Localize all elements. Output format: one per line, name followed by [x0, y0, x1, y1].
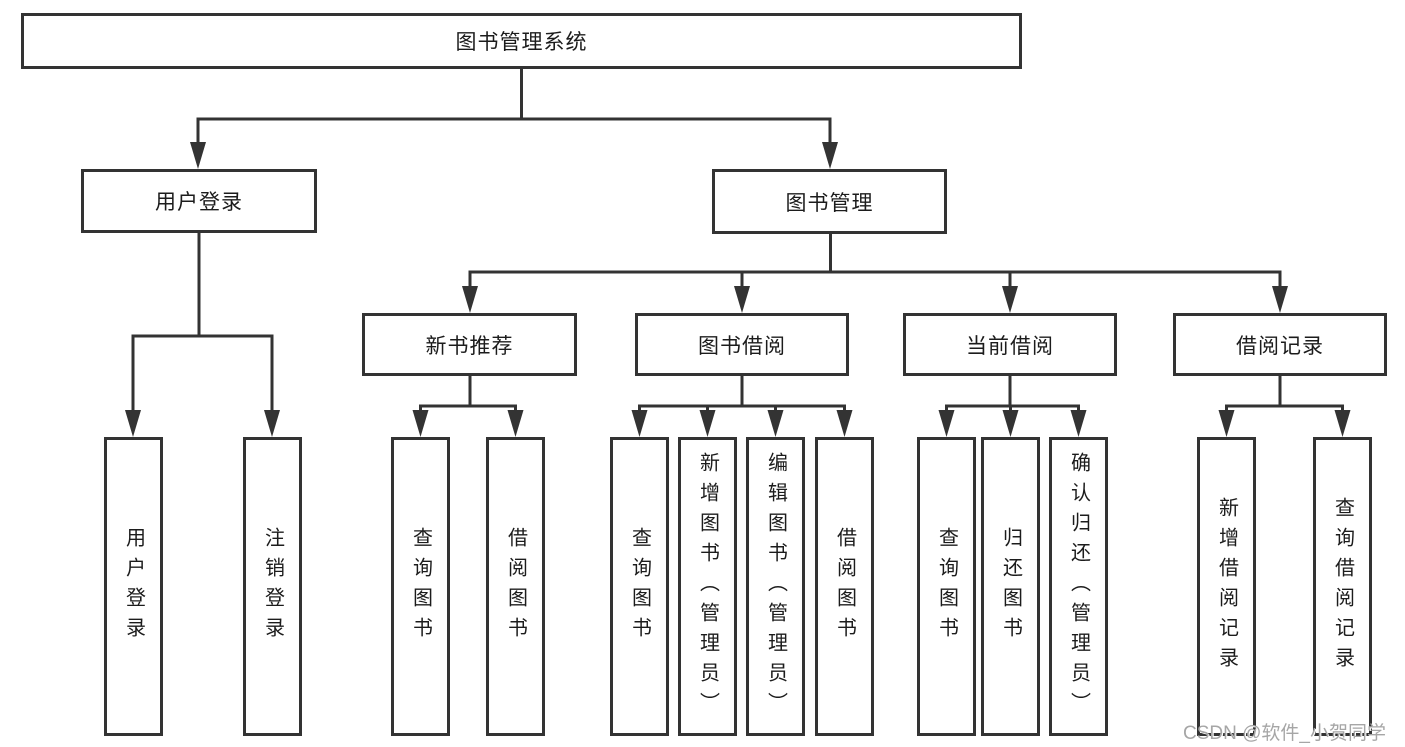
leaf-newbooks-borrow-books: 借阅图书	[486, 437, 545, 736]
leaf-newbooks-query-books-label: 查询图书	[409, 526, 432, 647]
leaf-borrow-add-books-admin: 新增图书（管理员）	[678, 437, 737, 736]
node-book-borrow-label: 图书借阅	[698, 334, 786, 358]
node-book-management-label: 图书管理	[785, 191, 874, 215]
node-root: 图书管理系统	[21, 13, 1022, 69]
leaf-current-confirm-return-admin-label: 确认归还（管理员）	[1067, 451, 1090, 722]
node-book-management: 图书管理	[712, 169, 947, 234]
leaf-borrow-borrow-books: 借阅图书	[815, 437, 874, 736]
leaf-records-query-record: 查询借阅记录	[1313, 437, 1372, 736]
node-current-borrow: 当前借阅	[903, 313, 1117, 376]
leaf-user-login: 用户登录	[104, 437, 163, 736]
node-new-book-recommend: 新书推荐	[362, 313, 577, 376]
leaf-borrow-edit-books-admin-label: 编辑图书（管理员）	[764, 451, 787, 722]
leaf-borrow-add-books-admin-label: 新增图书（管理员）	[696, 451, 719, 722]
csdn-watermark: CSDN @软件_小贺同学	[1183, 723, 1386, 744]
node-new-book-recommend-label: 新书推荐	[425, 334, 514, 358]
leaf-borrow-edit-books-admin: 编辑图书（管理员）	[746, 437, 805, 736]
node-user-login-label: 用户登录	[155, 191, 243, 214]
leaf-logout-label: 注销登录	[261, 526, 284, 647]
leaf-newbooks-borrow-books-label: 借阅图书	[504, 526, 527, 647]
node-book-borrow: 图书借阅	[635, 313, 849, 376]
node-borrow-records: 借阅记录	[1173, 313, 1387, 376]
leaf-current-query-books-label: 查询图书	[935, 526, 958, 647]
leaf-current-query-books: 查询图书	[917, 437, 976, 736]
node-borrow-records-label: 借阅记录	[1236, 334, 1324, 358]
node-root-label: 图书管理系统	[455, 31, 588, 54]
leaf-records-query-record-label: 查询借阅记录	[1331, 496, 1354, 677]
node-user-login: 用户登录	[81, 169, 317, 233]
node-current-borrow-label: 当前借阅	[966, 334, 1054, 358]
leaf-newbooks-query-books: 查询图书	[391, 437, 450, 736]
leaf-records-add-record: 新增借阅记录	[1197, 437, 1256, 736]
leaf-borrow-query-books-label: 查询图书	[628, 526, 651, 647]
leaf-borrow-borrow-books-label: 借阅图书	[833, 526, 856, 647]
leaf-current-return-books: 归还图书	[981, 437, 1040, 736]
leaf-current-return-books-label: 归还图书	[999, 526, 1022, 647]
leaf-borrow-query-books: 查询图书	[610, 437, 669, 736]
leaf-current-confirm-return-admin: 确认归还（管理员）	[1049, 437, 1108, 736]
leaf-user-login-label: 用户登录	[122, 526, 145, 647]
leaf-logout: 注销登录	[243, 437, 302, 736]
leaf-records-add-record-label: 新增借阅记录	[1215, 496, 1238, 677]
